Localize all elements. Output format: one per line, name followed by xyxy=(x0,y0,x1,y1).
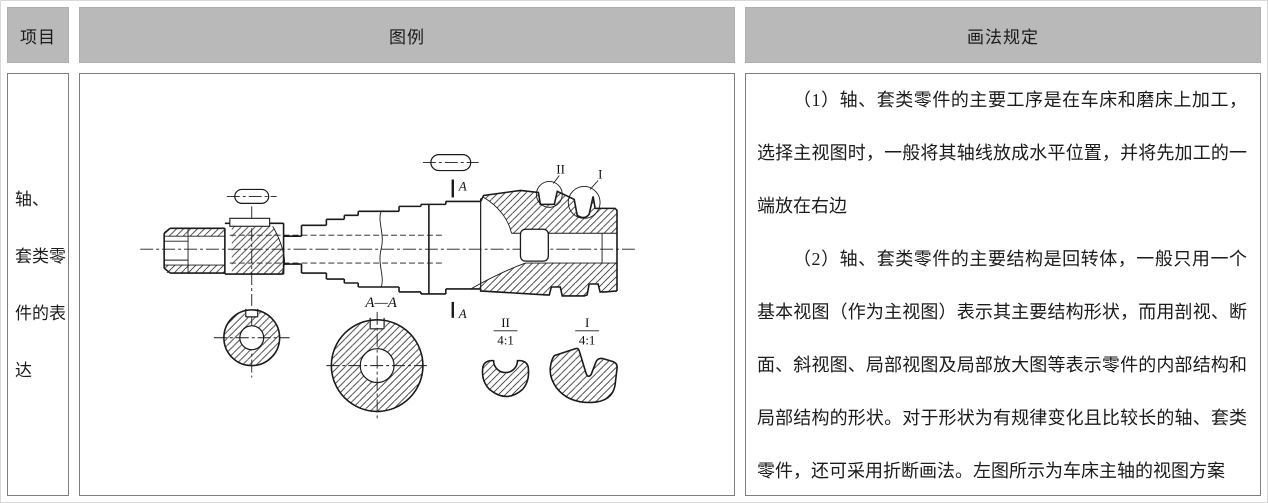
lathe-spindle-drawing: A A II I xyxy=(140,154,636,422)
item-line: 件的表 xyxy=(15,303,66,323)
item-line: 轴、 xyxy=(15,189,49,209)
callout-ii-label: II xyxy=(556,162,565,177)
item-line: 套类零 xyxy=(15,246,66,266)
header-figure: 图例 xyxy=(79,7,735,63)
detail-i-scale: 4:1 xyxy=(579,333,596,348)
callout-i-label: I xyxy=(598,167,602,182)
section-mark-top-label: A xyxy=(458,178,467,193)
header-rules-label: 画法规定 xyxy=(967,27,1039,47)
callout-circle-i xyxy=(567,186,601,219)
keyway-local-view-left xyxy=(226,188,277,204)
rule-paragraph-2: （2）轴、套类零件的主要结构是回转体，一般只用一个基本视图（作为主视图）表示其主… xyxy=(757,249,1247,481)
item-line: 达 xyxy=(15,360,32,380)
removed-section-small xyxy=(213,305,290,367)
section-view-title: A—A xyxy=(364,295,397,311)
detail-ii-scale: 4:1 xyxy=(497,333,514,348)
header-item: 项目 xyxy=(7,7,69,63)
detail-view-ii: II 4:1 xyxy=(481,315,530,398)
rules-cell: （1）轴、套类零件的主要工序是在车床和磨床上加工，选择主视图时，一般将其轴线放成… xyxy=(745,73,1261,496)
detail-i-label: I xyxy=(585,315,589,330)
main-view: A A II I xyxy=(140,154,636,378)
section-mark-bottom-label: A xyxy=(458,306,467,321)
keyway-local-view-right xyxy=(422,154,479,172)
rule-paragraph-1: （1）轴、套类零件的主要工序是在车床和磨床上加工，选择主视图时，一般将其轴线放成… xyxy=(757,90,1247,216)
detail-view-i: I 4:1 xyxy=(549,315,618,404)
header-figure-label: 图例 xyxy=(389,27,425,47)
header-item-label: 项目 xyxy=(20,27,56,47)
figure-cell: A A II I xyxy=(79,73,735,496)
removed-section-a-a: A—A xyxy=(326,295,428,422)
callout-circle-ii xyxy=(535,181,563,208)
header-rules: 画法规定 xyxy=(745,7,1261,63)
item-cell: 轴、 套类零 件的表 达 xyxy=(7,73,69,496)
detail-ii-label: II xyxy=(501,315,510,330)
